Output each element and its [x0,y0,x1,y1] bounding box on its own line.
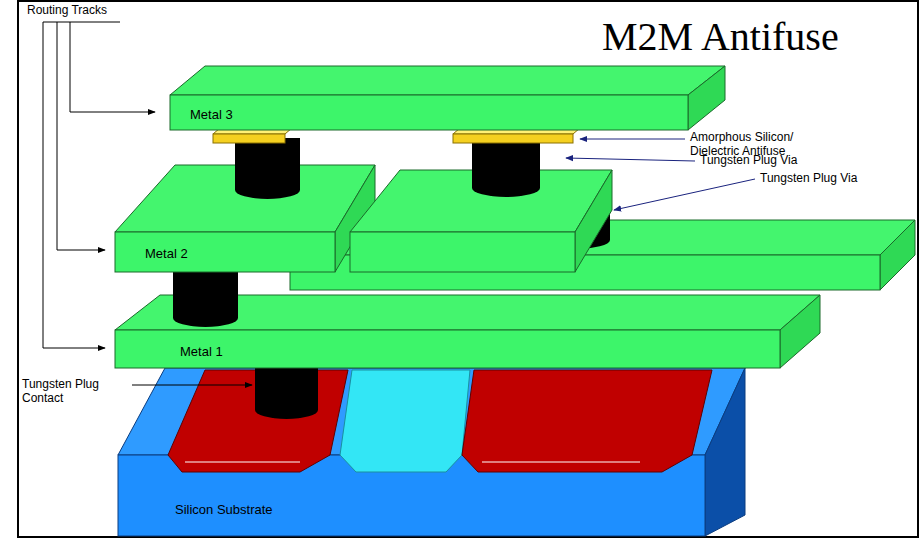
metal-side [880,220,915,290]
channel-region [340,370,470,472]
metal-side [780,295,820,368]
metal-layer: Metal 2 [115,232,335,272]
leader-arrow [70,112,155,113]
metal-front [115,330,780,368]
highlight-line [185,462,300,463]
highlight-line [482,462,640,463]
callout-label: Tungsten Plug Via [760,171,857,185]
leader-line [43,22,120,348]
layer-name: Metal 3 [190,107,233,122]
metal-front [170,95,688,130]
leader-line [70,22,71,112]
callout-label: Tungsten Plug Contact [22,377,122,405]
callout-label: Tungsten Plug Via [700,153,797,167]
frame [18,1,918,537]
layer-name: Silicon Substrate [175,502,273,517]
metal-front [115,232,335,272]
tungsten-plug [235,181,300,199]
leader-arrow [132,385,252,386]
callout-label: Routing Tracks [27,3,107,17]
metal-side [575,170,612,272]
metal-front [350,232,575,272]
metal-top [170,66,725,95]
layer-name: Metal 1 [180,344,223,359]
metal-layer: Metal 1 [115,330,780,368]
leader-line [57,22,58,250]
leader-arrow [614,179,755,210]
diagram-title: M2M Antifuse [602,14,839,60]
antifuse-layer [453,134,573,143]
tungsten-plug [472,179,540,197]
antifuse-layer [213,134,285,143]
leader-arrow [566,158,695,161]
substrate-side [705,368,745,536]
leader-arrow [43,348,105,349]
metal-side [688,66,725,130]
tungsten-plug [173,309,238,327]
metal-layer: Metal 3 [170,95,688,130]
layer-name: Metal 2 [145,246,188,261]
substrate-block: Silicon Substrate [118,455,705,536]
tungsten-plug [255,401,318,419]
leader-arrow [57,250,105,251]
leader-arrow [580,139,685,140]
diffusion-region [462,370,712,472]
